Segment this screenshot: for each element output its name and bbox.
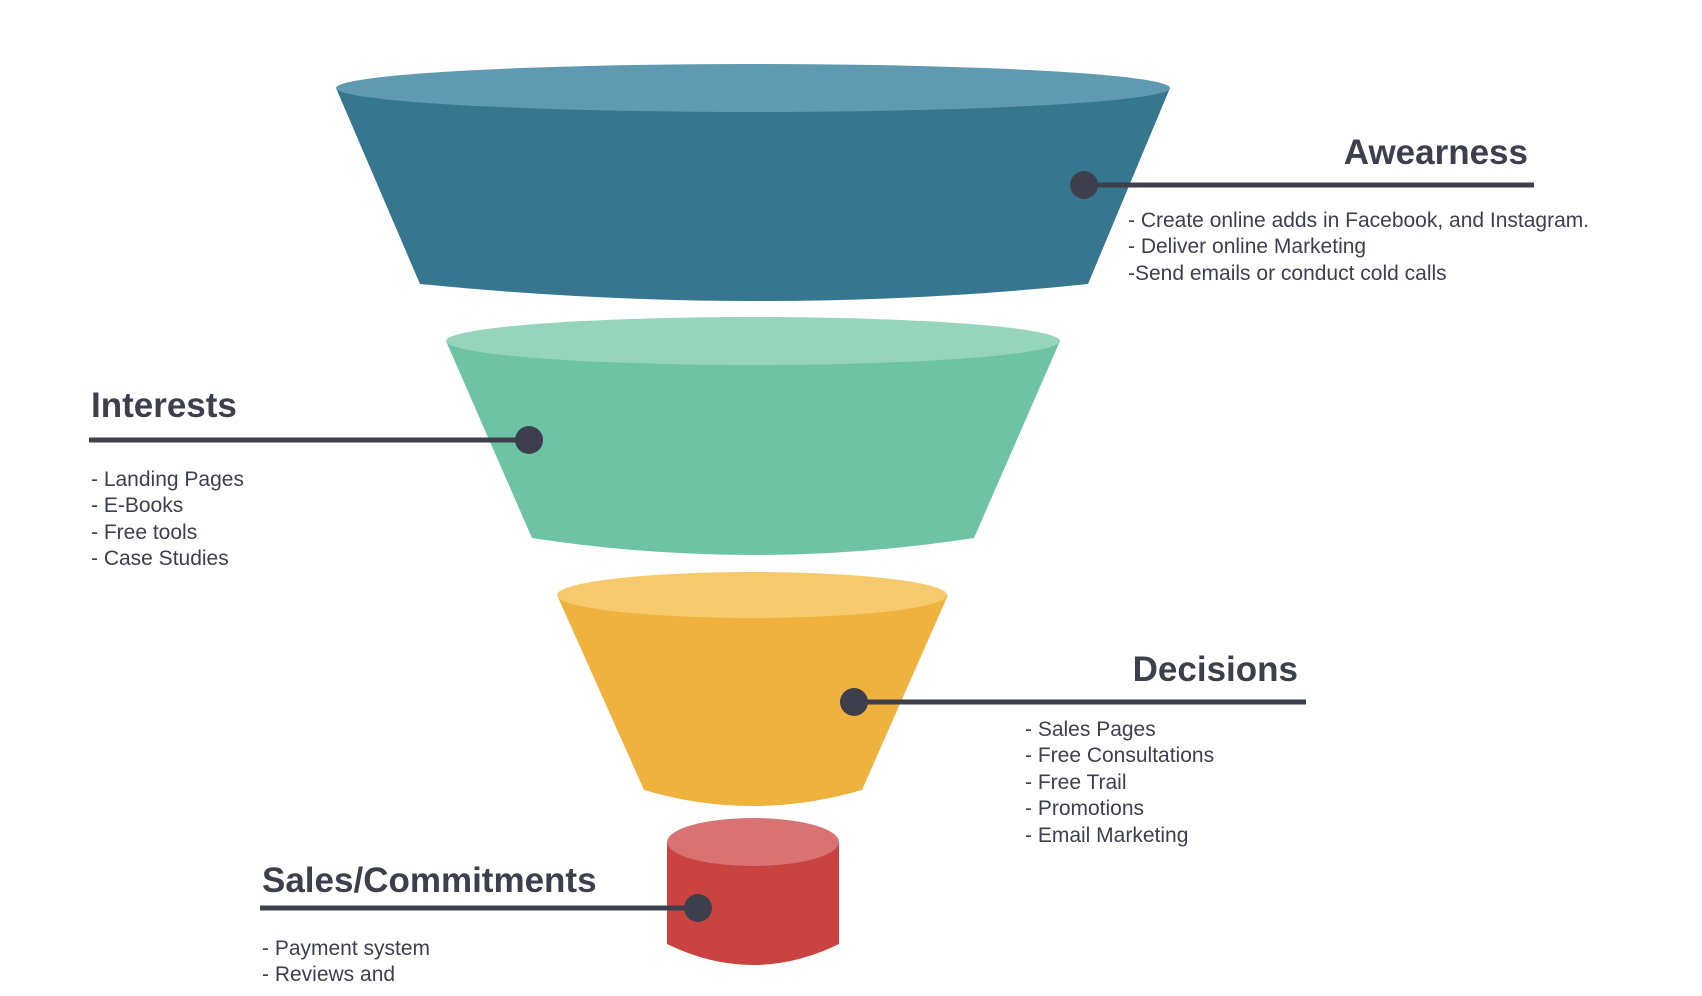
- stage-item: - Free tools: [91, 521, 197, 544]
- connector-dot: [515, 426, 543, 454]
- stage-item: - Payment system: [262, 937, 430, 960]
- stage-item: -Send emails or conduct cold calls: [1128, 262, 1447, 285]
- label-sales: Sales/Commitments - Payment system - Rev…: [262, 861, 597, 986]
- stage-item: - Create online adds in Facebook, and In…: [1128, 209, 1589, 232]
- connector-awareness: [1070, 171, 1534, 199]
- stage-item: - Reviews and: [262, 963, 395, 986]
- connector-sales: [260, 894, 712, 922]
- funnel-layer-interests: [446, 317, 1060, 555]
- label-decisions: Decisions - Sales Pages - Free Consultat…: [1025, 650, 1298, 847]
- sales-layer-body: [667, 842, 839, 965]
- stage-item: - Landing Pages: [91, 468, 244, 491]
- stage-item: - E-Books: [91, 494, 183, 517]
- funnel-layer-decisions: [557, 572, 948, 806]
- awareness-layer-body: [336, 88, 1170, 301]
- stage-title: Interests: [91, 386, 237, 425]
- stage-item: - Promotions: [1025, 797, 1144, 820]
- decisions-layer-body: [557, 595, 948, 806]
- stage-title: Decisions: [1133, 650, 1298, 689]
- stage-title: Sales/Commitments: [262, 861, 597, 900]
- stage-item: - Free Consultations: [1025, 744, 1214, 767]
- interests-layer-top: [446, 317, 1060, 365]
- sales-layer-top: [667, 818, 839, 866]
- stage-item: - Deliver online Marketing: [1128, 235, 1366, 258]
- interests-layer-body: [446, 341, 1060, 555]
- awareness-layer-top: [336, 64, 1170, 112]
- stage-title: Awearness: [1344, 133, 1528, 172]
- stage-item: - Free Trail: [1025, 771, 1127, 794]
- label-interests: Interests - Landing Pages - E-Books - Fr…: [91, 386, 244, 570]
- label-awareness: Awearness - Create online adds in Facebo…: [1128, 133, 1589, 285]
- connector-dot: [684, 894, 712, 922]
- connector-dot: [840, 688, 868, 716]
- connector-decisions: [840, 688, 1306, 716]
- decisions-layer-top: [557, 572, 947, 618]
- funnel-layer-sales: [667, 818, 839, 965]
- stage-item: - Sales Pages: [1025, 718, 1156, 741]
- stage-item: - Case Studies: [91, 547, 229, 570]
- connector-dot: [1070, 171, 1098, 199]
- stage-item: - Email Marketing: [1025, 824, 1188, 847]
- funnel-layer-awareness: [336, 64, 1170, 301]
- connector-interests: [89, 426, 543, 454]
